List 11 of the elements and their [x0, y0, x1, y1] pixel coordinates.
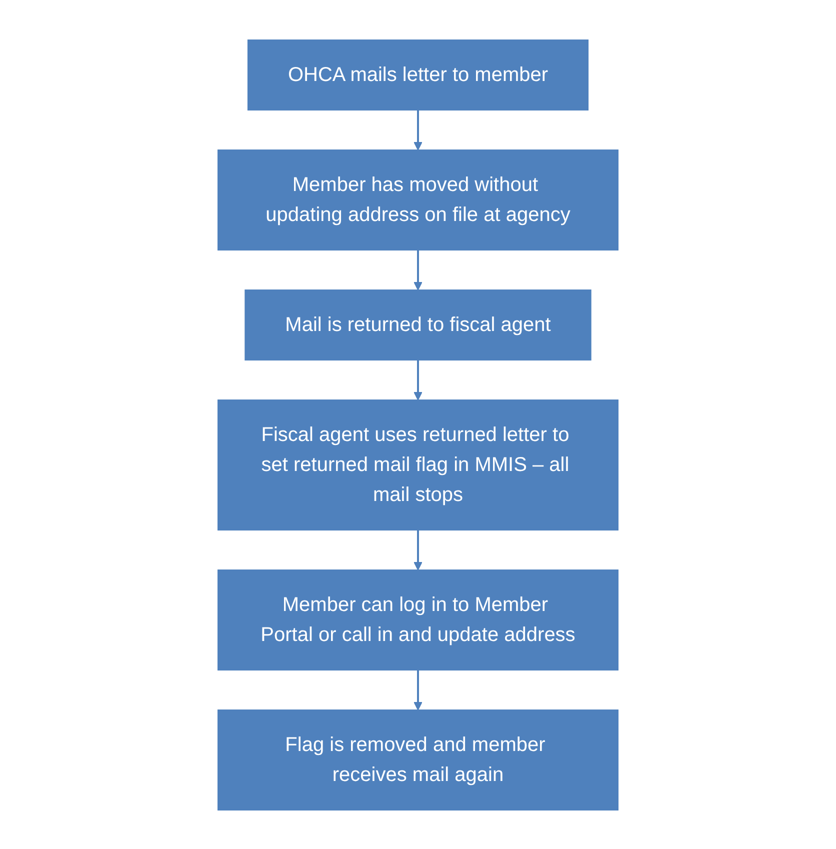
node-box: Flag is removed and member receives mail again: [218, 709, 618, 810]
node-box: Mail is returned to fiscal agent: [244, 289, 592, 360]
node-box: Member has moved without updating address on file at agency: [218, 149, 618, 250]
arrow: [414, 670, 422, 710]
node-box: Fiscal agent uses returned letter to set returned mail flag in MMIS – all mail stops: [218, 399, 618, 530]
arrow: [414, 360, 422, 400]
node-box: OHCA mails letter to member: [247, 39, 589, 110]
node-box: Member can log in to Member Portal or call in and update address: [218, 569, 618, 670]
arrow: [414, 530, 422, 570]
arrow: [414, 110, 422, 150]
arrow: [414, 250, 422, 290]
